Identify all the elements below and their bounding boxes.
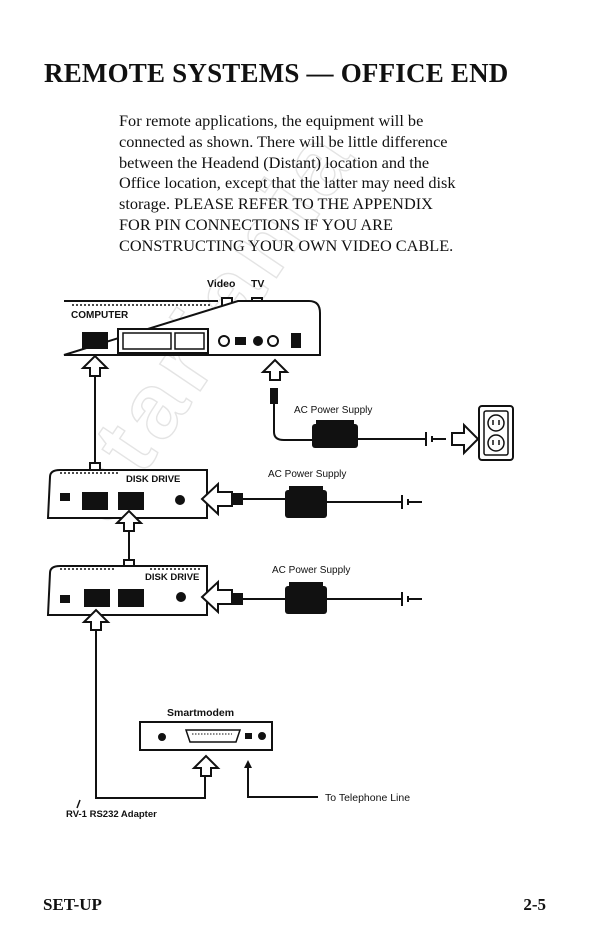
smartmodem-label: Smartmodem — [167, 707, 234, 719]
video-label: Video — [207, 278, 235, 290]
power-supply-brick-1 — [312, 420, 358, 448]
body-line: Office location, except that the latter … — [119, 173, 456, 193]
computer-sio-arrow — [80, 354, 110, 377]
disk-drive-1: DISK DRIVE — [46, 469, 208, 519]
power-supply-brick-3 — [285, 582, 327, 614]
page-number: 2-5 — [523, 895, 546, 914]
disk-drive-1-label: DISK DRIVE — [126, 474, 180, 485]
power-input-arrow — [260, 358, 290, 381]
computer-unit: COMPUTER — [63, 300, 321, 356]
outlet-arrow — [451, 422, 480, 456]
page-title: REMOTE SYSTEMS — OFFICE END — [44, 58, 509, 88]
modem-rs232-arrow — [191, 754, 221, 777]
disk-drive-2: DISK DRIVE — [46, 565, 208, 616]
power-supply-label-1: AC Power Supply — [294, 405, 372, 416]
drive2-power-arrow — [200, 579, 233, 615]
drive1-power-arrow — [200, 481, 233, 517]
body-line: between the Headend (Distant) location a… — [119, 152, 430, 172]
computer-label: COMPUTER — [71, 310, 129, 321]
power-supply-brick-2 — [285, 486, 327, 518]
smartmodem — [139, 721, 273, 751]
modem-phone-arrow — [244, 760, 252, 772]
disk-drive-2-label: DISK DRIVE — [145, 572, 199, 583]
body-paragraph: For remote applications, the equipment w… — [119, 111, 539, 257]
telephone-label: To Telephone Line — [325, 792, 410, 804]
body-line: connected as shown. There will be little… — [119, 131, 448, 151]
power-supply-label-3: AC Power Supply — [272, 565, 350, 576]
drive1-up-arrow — [114, 509, 144, 532]
body-line: FOR PIN CONNECTIONS IF YOU ARE — [119, 214, 393, 234]
adapter-label: RV-1 RS232 Adapter — [66, 809, 157, 820]
power-supply-label-2: AC Power Supply — [268, 469, 346, 480]
footer-section: SET-UP — [43, 895, 102, 914]
body-line: CONSTRUCTING YOUR OWN VIDEO CABLE. — [119, 235, 454, 255]
wall-outlet — [478, 405, 514, 461]
drive2-up-arrow — [81, 608, 111, 631]
body-line: storage. PLEASE REFER TO THE APPENDIX — [119, 194, 433, 214]
body-line: For remote applications, the equipment w… — [119, 111, 424, 130]
tv-label: TV — [251, 278, 264, 290]
